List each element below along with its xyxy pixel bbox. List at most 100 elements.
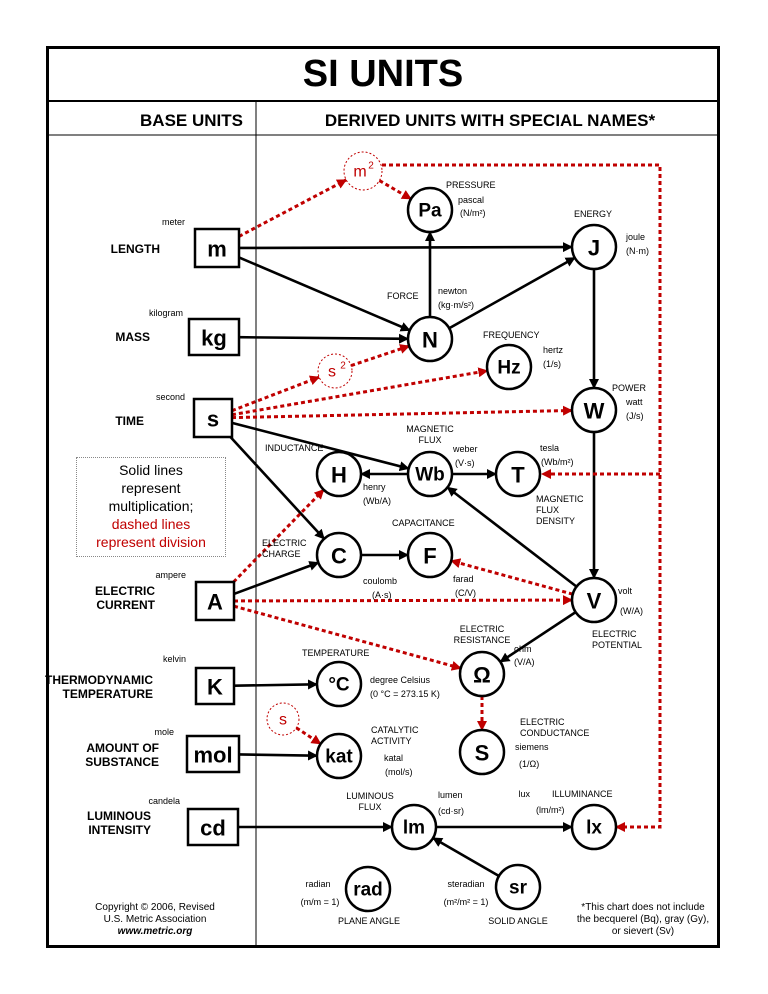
unit-circle <box>458 650 506 698</box>
multiply-line-sr-to-lm <box>432 836 500 878</box>
multiply-line-m-to-n <box>238 256 411 332</box>
unit-definition: (Wb/m²) <box>541 457 574 467</box>
unit-box <box>186 807 240 847</box>
unit-symbol: kg <box>201 326 227 351</box>
unit-circle <box>406 450 454 498</box>
helper-sk: s <box>266 702 300 736</box>
multiply-line-a-to-c <box>233 561 320 596</box>
quantity-label-2: POTENTIAL <box>592 640 642 650</box>
divide-line-s-to-s2 <box>231 375 321 413</box>
unit-circle <box>406 531 454 579</box>
unit-circle <box>390 803 438 851</box>
unit-symbol: s <box>207 407 219 432</box>
quantity-label-1: LUMINOUS <box>87 809 151 823</box>
unit-name: tesla <box>540 443 559 453</box>
unit-name: degree Celsius <box>370 675 431 685</box>
quantity-label-2: FLUX <box>536 505 559 515</box>
unit-symbol: sr <box>509 878 528 899</box>
quantity-label-2: INTENSITY <box>88 823 151 837</box>
divide-line-s2-to-n <box>350 344 411 367</box>
unit-symbol: Hz <box>497 358 520 379</box>
quantity-label-1: LUMINOUS <box>346 791 394 801</box>
unit-circle <box>485 343 533 391</box>
quantity-label-1: ENERGY <box>574 209 612 219</box>
unit-definition: (cd·sr) <box>438 806 464 816</box>
unit-name: candela <box>148 796 180 806</box>
page-title: SI UNITS <box>303 53 463 95</box>
divide-line-m-to-m2 <box>238 178 348 238</box>
footnote-line-1: *This chart does not include <box>581 902 705 913</box>
unit-circle <box>315 732 363 780</box>
quantity-label-1: TIME <box>115 414 144 428</box>
multiply-line-v-to-wb <box>446 486 578 588</box>
base-units-header: BASE UNITS <box>140 111 243 130</box>
quantity-label-3: DENSITY <box>536 516 575 526</box>
base-units: mmeterLENGTHkgkilogramMASSssecondTIMEAam… <box>45 217 241 847</box>
unit-circle <box>406 186 454 234</box>
unit-circle <box>406 315 454 363</box>
copyright-line-2: U.S. Metric Association <box>103 914 207 925</box>
quantity-label-1: MAGNETIC <box>406 424 454 434</box>
unit-name: kelvin <box>163 654 186 664</box>
unit-symbol: K <box>207 675 223 700</box>
quantity-label-1: TEMPERATURE <box>302 648 369 658</box>
unit-symbol: lm <box>403 818 425 839</box>
unit-definition: (N·m) <box>626 246 649 256</box>
unit-definition: (m²/m² = 1) <box>444 897 489 907</box>
derived-units-header: DERIVED UNITS WITH SPECIAL NAMES* <box>325 111 656 130</box>
unit-symbol: N <box>422 328 438 353</box>
quantity-label-1: MASS <box>115 330 150 344</box>
unit-definition: (m/m = 1) <box>301 897 340 907</box>
quantity-label-1: LENGTH <box>111 242 160 256</box>
unit-symbol: kat <box>325 747 353 768</box>
legend-dashed-2: represent division <box>96 534 206 550</box>
helper-circle <box>317 353 353 389</box>
quantity-label-1: FORCE <box>387 291 419 301</box>
divide-line-v-to-f <box>450 558 574 596</box>
unit-name: mole <box>154 727 174 737</box>
unit-definition: (1/Ω) <box>519 759 539 769</box>
unit-definition: (mol/s) <box>385 767 413 777</box>
multiply-line-s-to-wb <box>231 421 410 472</box>
divide-line-m2-to-pa <box>378 179 412 201</box>
unit-name: newton <box>438 286 467 296</box>
quantity-label-1: SOLID ANGLE <box>488 916 548 926</box>
unit-name: watt <box>625 397 643 407</box>
divide-line-a-to-v <box>233 595 574 606</box>
unit-symbol: W <box>584 399 605 424</box>
unit-box <box>194 666 236 706</box>
unit-definition: (V·s) <box>455 458 475 468</box>
unit-symbol: mol <box>193 743 232 768</box>
quantity-label-1: ELECTRIC <box>262 538 307 548</box>
legend-dashed-1: dashed lines <box>111 516 191 532</box>
unit-name: radian <box>305 879 330 889</box>
unit-name: lumen <box>438 790 463 800</box>
quantity-label-2: FLUX <box>358 802 381 812</box>
quantity-label-1: PRESSURE <box>446 180 496 190</box>
quantity-label-1: PLANE ANGLE <box>338 916 400 926</box>
unit-name: meter <box>162 217 185 227</box>
copyright-link[interactable]: www.metric.org <box>117 926 193 937</box>
unit-circle <box>315 531 363 579</box>
unit-circle <box>315 660 363 708</box>
footnote: *This chart does not include the becquer… <box>568 902 718 938</box>
divide-line-s-to-hz <box>231 367 489 417</box>
unit-name: kilogram <box>149 308 183 318</box>
quantity-label-1: AMOUNT OF <box>86 741 159 755</box>
unit-symbol: F <box>423 544 436 569</box>
